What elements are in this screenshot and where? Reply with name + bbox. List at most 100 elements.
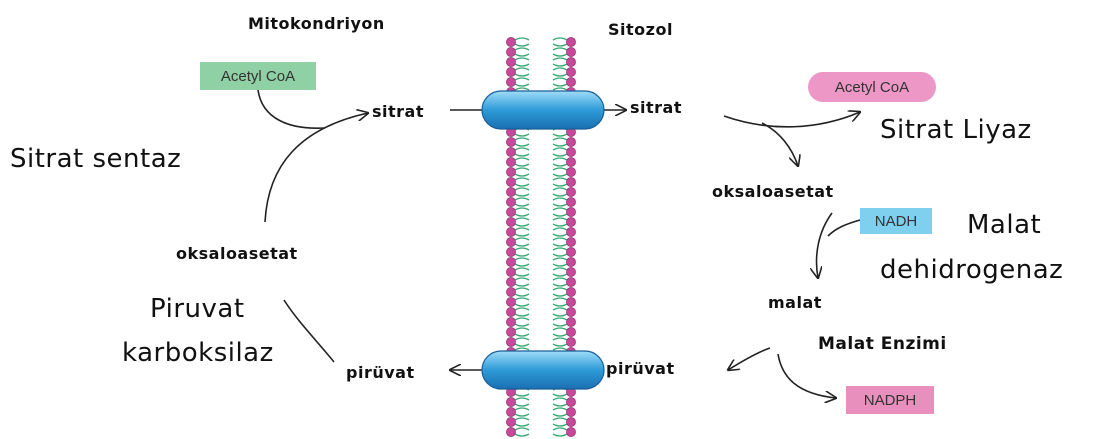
lipid-tail — [515, 318, 529, 326]
lipid-tail — [553, 238, 567, 246]
lipid-tail — [553, 58, 567, 66]
phospholipid-head — [506, 317, 515, 326]
lipid-tail — [553, 218, 567, 226]
lipid-tail — [515, 38, 529, 46]
phospholipid-head — [566, 417, 575, 426]
lipid-tail — [553, 398, 567, 406]
lipid-tail — [515, 138, 529, 146]
phospholipid-head — [506, 187, 515, 196]
phospholipid-head — [506, 77, 515, 86]
phospholipid-head — [506, 237, 515, 246]
oxaloacetate-mito-label: oksaloasetat — [176, 246, 298, 262]
phospholipid-head — [566, 427, 575, 436]
lipid-tail — [515, 408, 529, 416]
lipid-tail — [553, 138, 567, 146]
citrate-synthase-arrow — [265, 113, 368, 222]
phospholipid-head — [566, 187, 575, 196]
lipid-tail — [515, 298, 529, 306]
lipid-tail — [553, 68, 567, 76]
phospholipid-head — [506, 257, 515, 266]
lipid-tail — [515, 308, 529, 316]
phospholipid-head — [566, 167, 575, 176]
phospholipid-head — [506, 207, 515, 216]
lipid-tail — [515, 248, 529, 256]
phospholipid-head — [506, 427, 515, 436]
lipid-tail — [553, 228, 567, 236]
phospholipid-head — [566, 247, 575, 256]
lipid-tail — [515, 418, 529, 426]
phospholipid-head — [506, 247, 515, 256]
nadph-box: NADPH — [846, 386, 934, 414]
phospholipid-head — [506, 137, 515, 146]
phospholipid-head — [506, 307, 515, 316]
mitochondrion-label: Mitokondriyon — [248, 16, 385, 32]
phospholipid-head — [566, 137, 575, 146]
lipid-tail — [553, 148, 567, 156]
acetyl-coa-cyto-box: Acetyl CoA — [808, 72, 936, 102]
phospholipid-head — [566, 37, 575, 46]
lipid-tail — [515, 68, 529, 76]
acetyl-coa-mito-box: Acetyl CoA — [200, 62, 316, 90]
pyruvate-mito-label: pirüvat — [346, 365, 415, 381]
lipid-tail — [515, 228, 529, 236]
lipid-tail — [515, 148, 529, 156]
lipid-tail — [553, 248, 567, 256]
lipid-tail — [553, 428, 567, 436]
malate-label: malat — [768, 295, 822, 311]
lipid-tail — [515, 258, 529, 266]
phospholipid-head — [506, 37, 515, 46]
phospholipid-head — [506, 267, 515, 276]
lipid-tail — [553, 38, 567, 46]
phospholipid-head — [566, 287, 575, 296]
phospholipid-head — [566, 57, 575, 66]
acetyl-coa-mito-input-arrow — [258, 90, 325, 128]
malate-dehydrogenase-label-1: Malat — [967, 212, 1041, 238]
pyruvate-carboxylase-arrow — [284, 300, 334, 362]
citrate-lyase-arrow-acetyl — [724, 112, 860, 127]
malate-dehydrogenase-label-2: dehidrogenaz — [880, 257, 1063, 283]
phospholipid-head — [506, 227, 515, 236]
lipid-tail — [515, 268, 529, 276]
lipid-tail — [515, 288, 529, 296]
lipid-tail — [553, 258, 567, 266]
phospholipid-head — [506, 67, 515, 76]
phospholipid-head — [506, 177, 515, 186]
lipid-tail — [515, 278, 529, 286]
phospholipid-head — [506, 407, 515, 416]
lipid-tail — [553, 188, 567, 196]
lipid-tail — [553, 178, 567, 186]
lipid-tail — [553, 308, 567, 316]
phospholipid-head — [566, 67, 575, 76]
phospholipid-head — [506, 47, 515, 56]
pyruvate-carboxylase-label-1: Piruvat — [150, 296, 245, 322]
lipid-tail — [553, 198, 567, 206]
phospholipid-head — [506, 167, 515, 176]
malic-enzyme-arrow — [728, 348, 770, 370]
lipid-tail — [553, 298, 567, 306]
malate-dehydrogenase-arrow — [817, 213, 832, 278]
lipid-tail — [515, 178, 529, 186]
lipid-tail — [515, 188, 529, 196]
lipid-tail — [515, 168, 529, 176]
lipid-tail — [515, 198, 529, 206]
phospholipid-head — [566, 407, 575, 416]
phospholipid-head — [566, 307, 575, 316]
citrate-cyto-label: sitrat — [630, 100, 682, 116]
nadph-output-arrow — [778, 354, 836, 398]
oxaloacetate-cyto-label: oksaloasetat — [712, 184, 834, 200]
phospholipid-head — [566, 47, 575, 56]
citrate-mito-label: sitrat — [372, 104, 424, 120]
phospholipid-head — [566, 77, 575, 86]
lipid-tail — [515, 238, 529, 246]
lipid-tail — [515, 218, 529, 226]
malic-enzyme-label: Malat Enzimi — [818, 336, 947, 353]
citrate-lyase-arrow-oaa — [762, 123, 798, 166]
lipid-tail — [553, 158, 567, 166]
phospholipid-head — [566, 277, 575, 286]
lipid-tail — [553, 278, 567, 286]
lipid-tail — [553, 78, 567, 86]
phospholipid-head — [566, 337, 575, 346]
phospholipid-head — [506, 297, 515, 306]
